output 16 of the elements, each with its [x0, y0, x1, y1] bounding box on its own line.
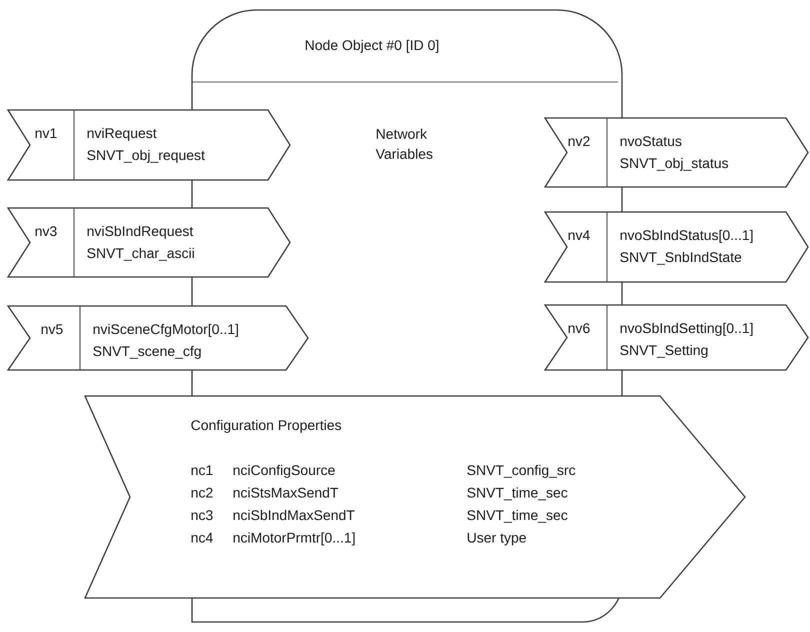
node-label: SNVT_obj_status: [620, 158, 728, 171]
chevron-box: nv3 nviSbIndRequest SNVT_char_ascii: [6, 207, 291, 278]
node-label: SNVT_Setting: [620, 344, 708, 358]
chevron-box: nv1 nviRequest SNVT_obj_request: [6, 109, 291, 181]
node-label: nvoStatus: [620, 136, 682, 146]
node-label: nv6: [568, 323, 590, 334]
chevron-box: Configuration Properties nc1 nciConfigSource SNVT_config_src nc2 nciStsMaxSendT SNVT_time_sec nc3 nciSbIndMaxSendT SNVT_time_sec nc4 nciMotorPrmtr[0...1] User type: [84, 395, 746, 599]
node-label: nvoSbIndSetting[0..1]: [620, 322, 753, 336]
chevron-box: nv4 nvoSbIndStatus[0...1] SNVT_SnbIndState: [544, 211, 809, 283]
chevron-box: nv2 nvoStatus SNVT_obj_status: [544, 117, 809, 188]
chevron-box: nv5 nviSceneCfgMotor[0..1] SNVT_scene_cfg: [6, 305, 309, 371]
node-label: nv4: [568, 230, 590, 240]
node-label: nvoSbIndStatus[0...1]: [620, 230, 753, 243]
chevron-box: nv6 nvoSbIndSetting[0..1] SNVT_Setting: [544, 304, 809, 371]
node-label: SNVT_SnbIndState: [620, 252, 742, 265]
node-label: nv2: [568, 136, 590, 146]
